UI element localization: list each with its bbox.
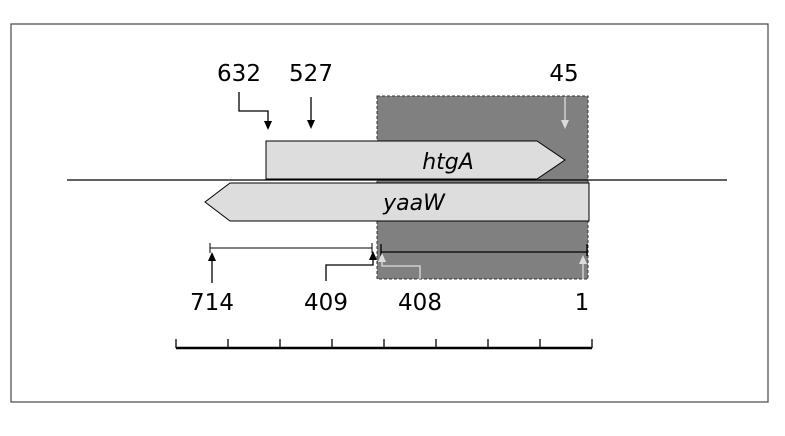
arrow-527 [307, 97, 315, 129]
position-label-527: 527 [289, 61, 333, 87]
gene-htga-label: htgA [422, 150, 474, 175]
arrow-1 [579, 255, 587, 279]
bracket-714-409 [209, 243, 373, 253]
gene-yaaw-arrow [204, 182, 590, 222]
arrow-408 [378, 253, 421, 279]
position-label-45: 45 [549, 61, 578, 87]
arrow-714 [208, 252, 216, 283]
position-label-408: 408 [398, 290, 442, 316]
position-label-632: 632 [217, 61, 261, 87]
position-label-409: 409 [304, 290, 348, 316]
scale-bar [175, 339, 593, 350]
gene-yaaw-label: yaaW [382, 191, 446, 216]
gene-htga-arrow [265, 140, 566, 180]
bracket-408-1 [380, 244, 588, 256]
arrow-632 [238, 92, 272, 130]
position-label-1: 1 [575, 290, 590, 316]
figure-frame [10, 23, 769, 403]
arrow-45 [561, 97, 569, 129]
position-label-714: 714 [190, 290, 234, 316]
arrow-409 [325, 251, 377, 281]
